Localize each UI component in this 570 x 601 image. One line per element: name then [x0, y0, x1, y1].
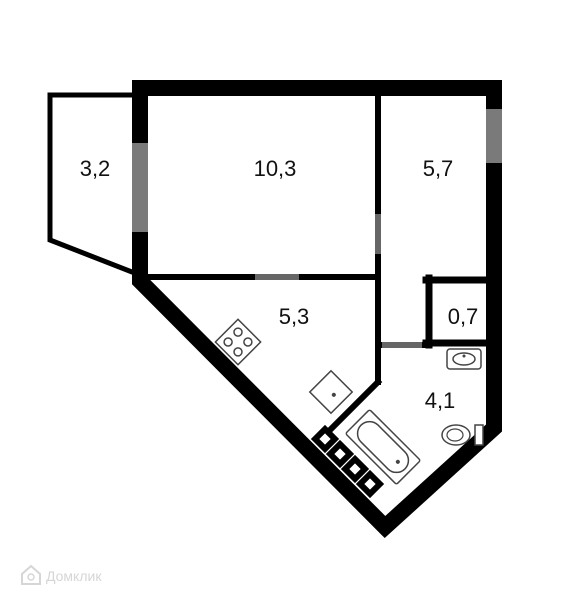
stove-icon: [214, 318, 262, 366]
door-living-kitchen: [255, 274, 299, 280]
washbasin-icon: [446, 348, 482, 370]
outer-wall: [132, 80, 502, 539]
window-left: [132, 143, 148, 232]
domclick-logo-icon: [21, 564, 41, 585]
sink-icon: [308, 369, 354, 415]
room-area-label: 5,7: [423, 156, 454, 181]
door-bathroom: [382, 342, 422, 348]
watermark: Домклик: [21, 564, 102, 585]
closet-area-label: 0,7: [448, 304, 479, 329]
balcony-area-label: 3,2: [80, 156, 111, 181]
bathtub-icon: [345, 409, 421, 485]
kitchen-area-label: 5,3: [279, 304, 310, 329]
living-room-area-label: 10,3: [254, 156, 297, 181]
bathroom-area-label: 4,1: [425, 388, 456, 413]
balcony-outline: [47, 92, 141, 275]
ventilation-shaft: [310, 424, 385, 499]
watermark-text: Домклик: [46, 568, 102, 584]
window-right: [486, 109, 502, 163]
door-openings: [255, 214, 422, 348]
toilet-icon: [441, 424, 484, 446]
door-living-room: [375, 214, 381, 254]
